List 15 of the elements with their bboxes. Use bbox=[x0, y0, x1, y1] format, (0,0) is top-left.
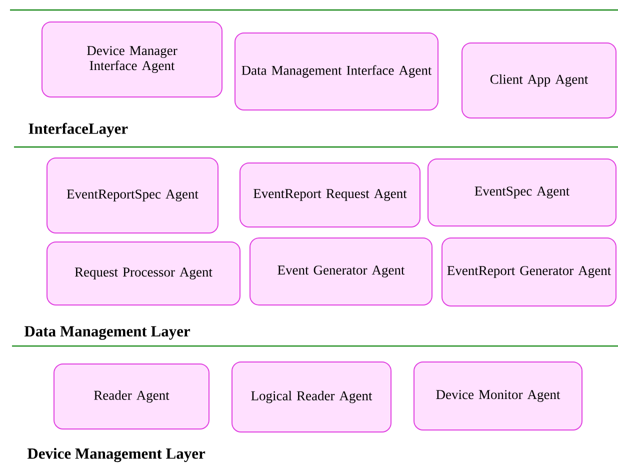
layer-label: InterfaceLayer bbox=[28, 122, 128, 138]
agent-box: Device Manager Interface Agent bbox=[42, 22, 222, 98]
agent-box: EventReport Request Agent bbox=[240, 162, 420, 228]
agent-box: EventReport Generator Agent bbox=[442, 238, 616, 306]
agent-box: Device Monitor Agent bbox=[414, 362, 582, 430]
agent-box: Reader Agent bbox=[54, 364, 210, 430]
layer-label: Device Management Layer bbox=[27, 448, 206, 462]
agent-box: Request Processor Agent bbox=[46, 242, 240, 306]
agent-box: EventSpec Agent bbox=[428, 158, 616, 226]
agent-box: Data Management Interface Agent bbox=[234, 32, 438, 110]
agent-box: Logical Reader Agent bbox=[232, 362, 392, 432]
agent-box: Client App Agent bbox=[462, 42, 616, 118]
layer-label: Data Management Layer bbox=[24, 326, 190, 340]
agent-box: Event Generator Agent bbox=[250, 238, 432, 306]
agent-box: EventReportSpec Agent bbox=[46, 158, 218, 234]
